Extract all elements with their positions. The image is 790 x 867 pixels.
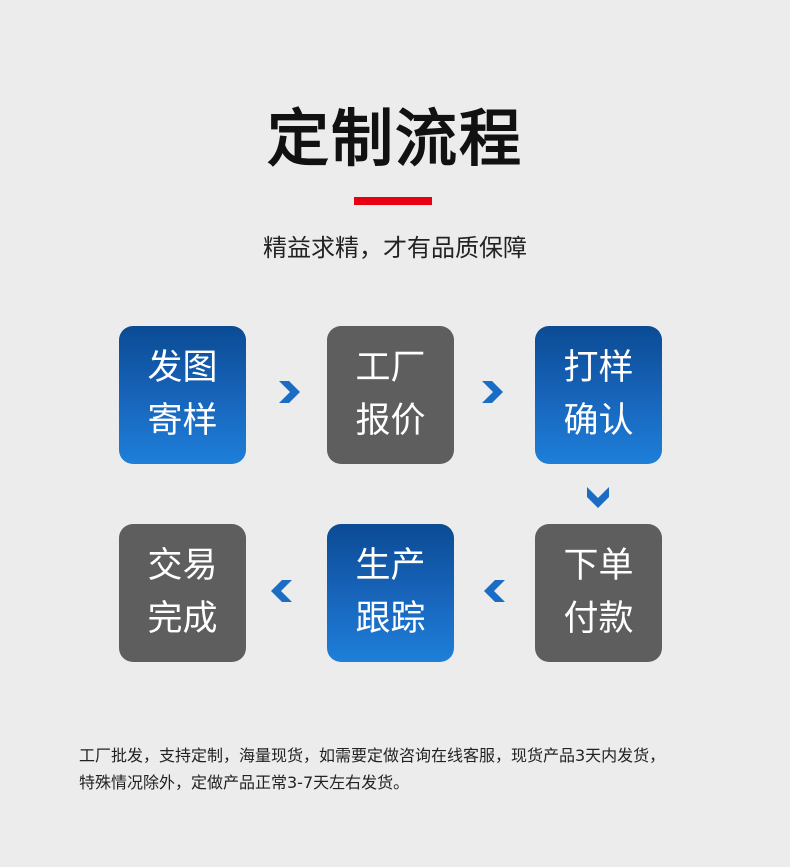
shipping-note-line1: 工厂批发，支持定制，海量现货，如需要定做咨询在线客服，现货产品3天内发货， xyxy=(79,746,666,765)
step-label-line2: 付款 xyxy=(563,599,634,639)
step-send-sample: 发图 寄样 xyxy=(119,326,246,464)
step-deal-complete: 交易 完成 xyxy=(119,524,246,662)
step-label-line2: 完成 xyxy=(147,599,218,639)
step-label-line2: 确认 xyxy=(563,401,634,441)
step-label-line1: 发图 xyxy=(147,348,218,388)
step-label-line1: 工厂 xyxy=(355,348,426,388)
step-label-line1: 交易 xyxy=(147,546,218,586)
shipping-note-line2: 特殊情况除外，定做产品正常3-7天左右发货。 xyxy=(79,773,410,792)
step-production-tracking: 生产 跟踪 xyxy=(327,524,454,662)
chevron-down-icon xyxy=(584,483,612,511)
step-factory-quote: 工厂 报价 xyxy=(327,326,454,464)
step-label-line1: 打样 xyxy=(563,348,634,388)
chevron-left-icon xyxy=(268,577,296,605)
step-label-line1: 生产 xyxy=(355,546,426,586)
chevron-left-icon xyxy=(481,577,509,605)
step-label-line2: 报价 xyxy=(355,401,426,441)
chevron-right-icon xyxy=(478,378,506,406)
page-title: 定制流程 xyxy=(266,102,523,175)
step-label-line2: 寄样 xyxy=(147,401,218,441)
page-subtitle: 精益求精，才有品质保障 xyxy=(263,234,527,262)
chevron-right-icon xyxy=(275,378,303,406)
step-order-payment: 下单 付款 xyxy=(535,524,662,662)
title-underline xyxy=(354,197,432,205)
step-sample-confirm: 打样 确认 xyxy=(535,326,662,464)
step-label-line2: 跟踪 xyxy=(355,599,426,639)
shipping-note: 工厂批发，支持定制，海量现货，如需要定做咨询在线客服，现货产品3天内发货， 特殊… xyxy=(79,742,719,796)
step-label-line1: 下单 xyxy=(563,546,634,586)
